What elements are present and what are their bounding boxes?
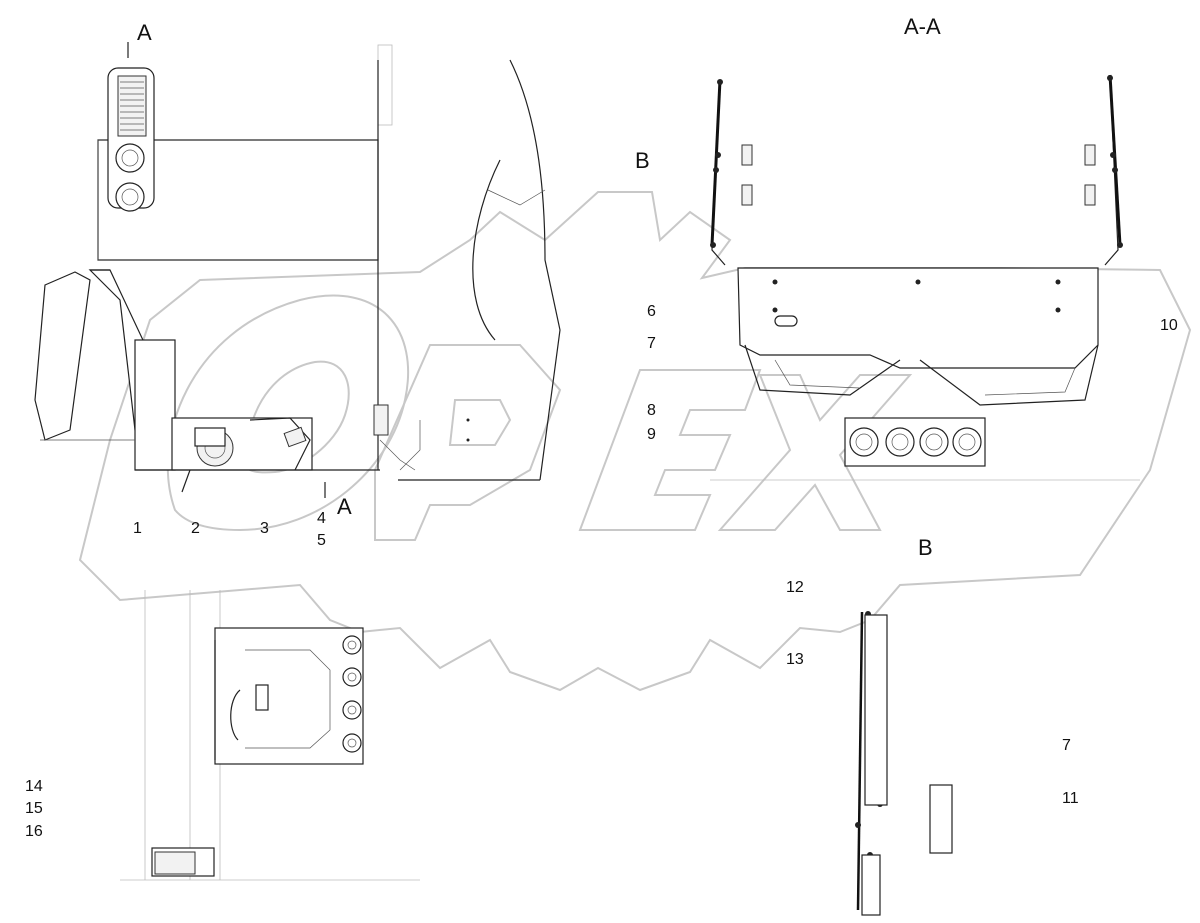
callout-12: 12 xyxy=(786,579,804,596)
section-label-aa: A-A xyxy=(904,14,941,39)
callout-10: 10 xyxy=(1160,317,1178,334)
section-aa-view xyxy=(710,74,1140,481)
side-detail-view xyxy=(855,611,953,916)
section-label-a-top: A xyxy=(137,20,152,45)
callout-9: 9 xyxy=(647,426,656,443)
callout-2: 2 xyxy=(191,520,200,537)
louver-grille-icon xyxy=(117,75,147,137)
pillar-view xyxy=(398,59,561,481)
callout-13: 13 xyxy=(786,651,804,668)
seal-strip-right xyxy=(1107,74,1123,248)
fan-unit xyxy=(844,417,986,467)
section-mark-a xyxy=(127,42,326,498)
callout-3: 3 xyxy=(260,520,269,537)
callout-1: 1 xyxy=(133,520,142,537)
callout-7-detail: 7 xyxy=(1062,737,1071,754)
side-view-a xyxy=(34,44,416,493)
callout-7: 7 xyxy=(647,335,656,352)
section-label-b-top: B xyxy=(635,148,650,173)
heater-unit xyxy=(171,417,313,493)
callout-6: 6 xyxy=(647,303,656,320)
plan-fan-row xyxy=(342,635,362,753)
callout-15: 15 xyxy=(25,800,43,817)
plan-view xyxy=(120,590,420,881)
air-vent-icon xyxy=(115,143,145,212)
callout-8: 8 xyxy=(647,402,656,419)
seal-strip-left xyxy=(710,79,723,248)
section-label-b-bottom: B xyxy=(918,535,933,560)
callout-16: 16 xyxy=(25,823,43,840)
callout-11: 11 xyxy=(1062,790,1079,807)
callout-4: 4 xyxy=(317,510,326,527)
callout-14: 14 xyxy=(25,778,43,795)
callout-5: 5 xyxy=(317,532,326,549)
section-label-a-bottom: A xyxy=(337,494,352,519)
